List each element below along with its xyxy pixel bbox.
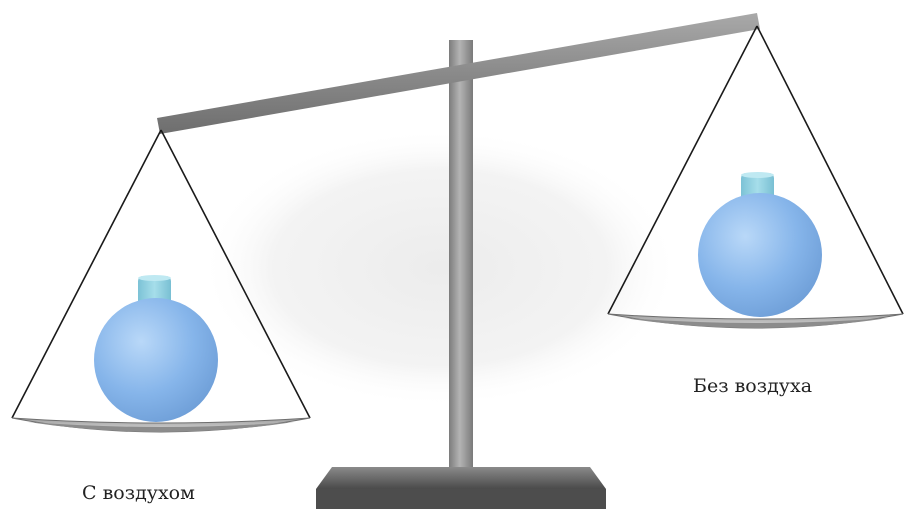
right-flask-neck-rim — [741, 172, 774, 178]
left-pan-label: С воздухом — [82, 482, 195, 504]
stand-base — [316, 489, 606, 509]
right-pan-string-left — [607, 25, 758, 315]
right-pan-assembly — [607, 25, 904, 329]
background-glow — [200, 128, 680, 408]
right-pan-shadow — [624, 318, 888, 328]
right-flask-body — [698, 193, 822, 317]
stand-base-top — [316, 467, 606, 489]
right-pan-label: Без воздуха — [693, 375, 812, 397]
left-pan-string-right — [160, 129, 311, 419]
left-flask-neck-rim — [138, 275, 171, 281]
left-pan-assembly — [11, 129, 311, 433]
left-pan-string-left — [11, 129, 162, 419]
right-pan-string-right — [756, 25, 904, 315]
left-flask-body — [94, 298, 218, 422]
stand-column — [449, 40, 473, 472]
balance-beam — [157, 13, 760, 134]
left-pan-shadow — [28, 422, 294, 432]
